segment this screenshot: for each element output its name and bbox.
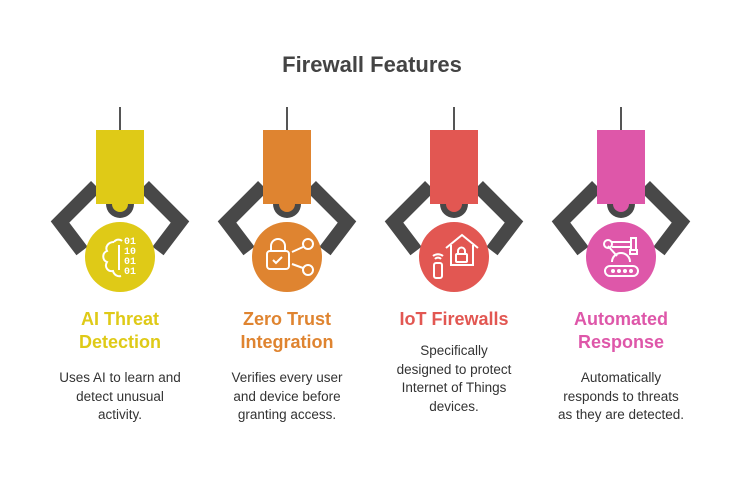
feature-icon-circle bbox=[252, 222, 322, 292]
claw-right-arm bbox=[139, 181, 190, 256]
feature-title: AI Threat Detection bbox=[35, 308, 205, 354]
feature-title: Zero Trust Integration bbox=[202, 308, 372, 354]
claw-graphic bbox=[217, 107, 357, 292]
claw-left-arm bbox=[217, 181, 268, 256]
claw-right-arm bbox=[473, 181, 524, 256]
desc-line: Automatically bbox=[580, 370, 662, 385]
desc-line: and device before bbox=[233, 388, 341, 404]
desc-line: detect unusual bbox=[76, 388, 164, 404]
claw-graphic bbox=[384, 107, 524, 292]
feature-title-line: Response bbox=[577, 332, 665, 352]
feature-description: Specifically designed to protect Interne… bbox=[369, 342, 539, 416]
claw-left-arm bbox=[50, 181, 101, 256]
feature-title-line: Zero Trust bbox=[242, 309, 331, 329]
claw-body bbox=[96, 130, 144, 204]
feature-description: Uses AI to learn and detect unusual acti… bbox=[35, 369, 205, 425]
desc-line: responds to threats bbox=[563, 388, 679, 404]
lock-network-icon bbox=[266, 238, 314, 276]
feature-title-line: IoT Firewalls bbox=[399, 309, 509, 329]
feature-title-line: Detection bbox=[78, 332, 161, 352]
claw-left-arm bbox=[551, 181, 602, 256]
feature-icon-circle bbox=[419, 222, 489, 292]
feature-title: Automated Response bbox=[536, 308, 706, 354]
claw-graphic bbox=[551, 107, 691, 292]
desc-line: devices. bbox=[429, 398, 479, 414]
desc-line: designed to protect bbox=[396, 361, 512, 377]
svg-text:10: 10 bbox=[124, 247, 136, 258]
feature-title-line: Integration bbox=[240, 332, 334, 352]
desc-line: Internet of Things bbox=[401, 380, 507, 395]
feature-title-line: AI Threat bbox=[80, 309, 159, 329]
svg-text:01: 01 bbox=[124, 257, 136, 268]
claw-body bbox=[430, 130, 478, 204]
feature-title-line: Automated bbox=[574, 309, 668, 329]
robot-arm-conveyor-icon bbox=[603, 237, 639, 277]
claw-body bbox=[263, 130, 311, 204]
smart-home-lock-icon bbox=[432, 233, 479, 279]
desc-line: Verifies every user bbox=[231, 370, 343, 385]
svg-text:01: 01 bbox=[124, 267, 136, 278]
feature-3: IoT Firewalls Specifically designed to p… bbox=[369, 0, 539, 498]
feature-4: Automated Response Automatically respond… bbox=[536, 0, 706, 498]
claw-left-arm bbox=[384, 181, 435, 256]
claw-right-arm bbox=[640, 181, 691, 256]
feature-icon-circle bbox=[586, 222, 656, 292]
page-title: Firewall Features bbox=[282, 52, 462, 77]
feature-title: IoT Firewalls bbox=[369, 308, 539, 331]
desc-line: Specifically bbox=[420, 343, 488, 358]
feature-2: Zero Trust Integration Verifies every us… bbox=[202, 0, 372, 498]
feature-description: Verifies every user and device before gr… bbox=[202, 369, 372, 425]
desc-line: granting access. bbox=[237, 407, 337, 422]
claw-body bbox=[597, 130, 645, 204]
desc-line: Uses AI to learn and bbox=[59, 370, 181, 385]
feature-description: Automatically responds to threats as the… bbox=[536, 369, 706, 425]
desc-line: as they are detected. bbox=[557, 407, 685, 422]
claw-right-arm bbox=[306, 181, 357, 256]
desc-line: activity. bbox=[97, 407, 142, 422]
svg-text:01: 01 bbox=[124, 237, 136, 248]
